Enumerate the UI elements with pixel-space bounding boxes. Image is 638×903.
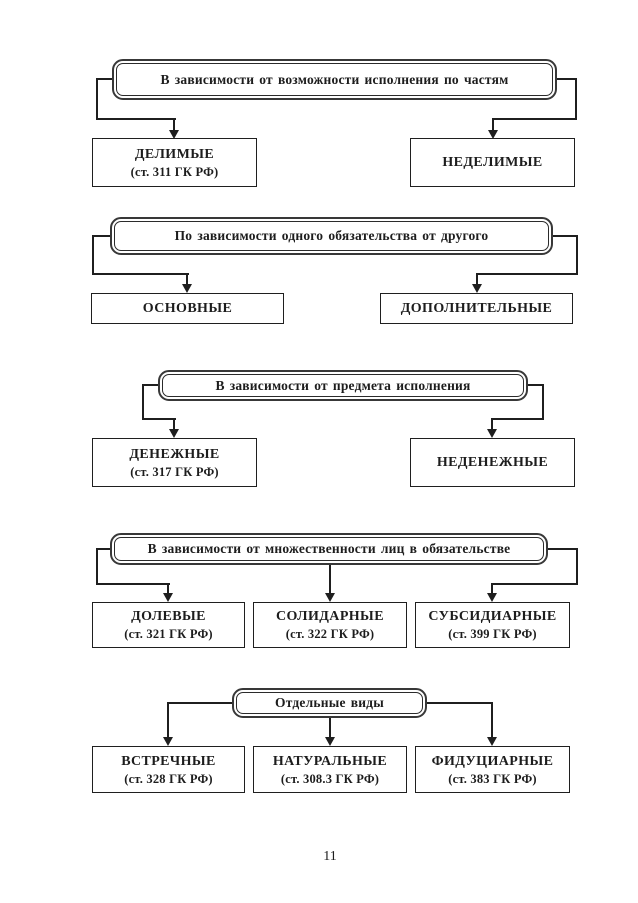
connector-line	[477, 273, 578, 275]
connector-line	[92, 235, 94, 275]
node-accessory: ДОПОЛНИТЕЛЬНЫЕ	[380, 293, 573, 324]
arrowhead-down-icon	[488, 130, 498, 139]
connector-line	[96, 78, 98, 120]
connector-line	[92, 235, 110, 237]
node-shared: ДОЛЕВЫЕ (ст. 321 ГК РФ)	[92, 602, 245, 648]
connector-line	[491, 702, 493, 738]
node-subtitle: (ст. 308.3 ГК РФ)	[280, 771, 380, 786]
node-title: ОСНОВНЫЕ	[142, 300, 233, 316]
header-box-separate-kinds: Отдельные виды	[232, 688, 427, 718]
node-counter: ВСТРЕЧНЫЕ (ст. 328 ГК РФ)	[92, 746, 245, 793]
node-title: ДЕНЕЖНЫЕ	[129, 446, 220, 462]
node-title: ФИДУЦИАРНЫЕ	[431, 753, 554, 769]
node-monetary: ДЕНЕЖНЫЕ (ст. 317 ГК РФ)	[92, 438, 257, 487]
connector-line	[492, 583, 578, 585]
connector-line	[575, 78, 577, 120]
arrowhead-down-icon	[325, 593, 335, 602]
arrowhead-down-icon	[163, 737, 173, 746]
node-title: СУБСИДИАРНЫЕ	[428, 609, 557, 624]
connector-line	[476, 273, 478, 285]
connector-line	[329, 565, 331, 594]
node-title: ВСТРЕЧНЫЕ	[121, 753, 216, 769]
header-box-dependency: По зависимости одного обязательства от д…	[110, 217, 553, 255]
node-natural: НАТУРАЛЬНЫЕ (ст. 308.3 ГК РФ)	[253, 746, 407, 793]
connector-line	[142, 384, 158, 386]
arrowhead-down-icon	[169, 130, 179, 139]
header-box-subject: В зависимости от предмета исполнения	[158, 370, 528, 401]
node-subtitle: (ст. 383 ГК РФ)	[448, 771, 537, 786]
connector-line	[576, 235, 578, 275]
connector-line	[491, 418, 493, 430]
node-title: НЕДЕНЕЖНЫЕ	[436, 454, 549, 470]
header-box-inner: В зависимости от возможности исполнения …	[116, 63, 553, 96]
node-indivisible: НЕДЕЛИМЫЕ	[410, 138, 575, 187]
header-label: В зависимости от предмета исполнения	[215, 377, 471, 393]
node-subtitle: (ст. 328 ГК РФ)	[124, 771, 213, 786]
connector-line	[173, 418, 175, 430]
header-box-divisibility: В зависимости от возможности исполнения …	[112, 59, 557, 100]
connector-line	[492, 418, 544, 420]
arrowhead-down-icon	[169, 429, 179, 438]
node-title: НАТУРАЛЬНЫЕ	[272, 753, 388, 769]
node-subtitle: (ст. 399 ГК РФ)	[448, 627, 537, 641]
connector-line	[167, 583, 169, 594]
header-box-inner: Отдельные виды	[236, 692, 423, 714]
arrowhead-down-icon	[163, 593, 173, 602]
connector-line	[96, 118, 176, 120]
connector-line	[576, 548, 578, 585]
arrowhead-down-icon	[487, 737, 497, 746]
connector-line	[557, 78, 577, 80]
node-title: СОЛИДАРНЫЕ	[276, 609, 384, 624]
node-title: ДОЛЕВЫЕ	[131, 609, 206, 624]
header-box-plurality: В зависимости от множественности лиц в о…	[110, 533, 548, 565]
connector-line	[96, 583, 170, 585]
node-non-monetary: НЕДЕНЕЖНЫЕ	[410, 438, 575, 487]
connector-line	[329, 718, 331, 738]
node-title: ДЕЛИМЫЕ	[134, 146, 215, 162]
header-box-inner: В зависимости от предмета исполнения	[162, 374, 524, 397]
header-label: В зависимости от множественности лиц в о…	[147, 541, 511, 556]
node-principal: ОСНОВНЫЕ	[91, 293, 284, 324]
connector-line	[167, 702, 169, 738]
connector-line	[92, 273, 189, 275]
connector-line	[186, 273, 188, 285]
connector-line	[493, 118, 577, 120]
node-subtitle: (ст. 317 ГК РФ)	[130, 464, 219, 479]
connector-line	[542, 384, 544, 420]
connector-line	[142, 418, 176, 420]
connector-line	[528, 384, 544, 386]
header-label: Отдельные виды	[275, 695, 384, 710]
node-fiduciary: ФИДУЦИАРНЫЕ (ст. 383 ГК РФ)	[415, 746, 570, 793]
connector-line	[427, 702, 493, 704]
node-title: НЕДЕЛИМЫЕ	[442, 154, 543, 170]
connector-line	[173, 118, 175, 131]
connector-line	[548, 548, 578, 550]
node-divisible: ДЕЛИМЫЕ (ст. 311 ГК РФ)	[92, 138, 257, 187]
arrowhead-down-icon	[487, 593, 497, 602]
node-subsidiary: СУБСИДИАРНЫЕ (ст. 399 ГК РФ)	[415, 602, 570, 648]
header-box-inner: В зависимости от множественности лиц в о…	[114, 537, 544, 561]
connector-line	[96, 548, 110, 550]
arrowhead-down-icon	[325, 737, 335, 746]
node-joint: СОЛИДАРНЫЕ (ст. 322 ГК РФ)	[253, 602, 407, 648]
header-label: По зависимости одного обязательства от д…	[174, 228, 489, 243]
node-title: ДОПОЛНИТЕЛЬНЫЕ	[400, 300, 553, 316]
connector-line	[96, 548, 98, 585]
arrowhead-down-icon	[472, 284, 482, 293]
connector-line	[553, 235, 578, 237]
page-number: 11	[323, 849, 337, 864]
connector-line	[491, 583, 493, 594]
connector-line	[96, 78, 112, 80]
connector-line	[142, 384, 144, 420]
connector-line	[167, 702, 232, 704]
arrowhead-down-icon	[487, 429, 497, 438]
connector-line	[492, 118, 494, 131]
arrowhead-down-icon	[182, 284, 192, 293]
node-subtitle: (ст. 321 ГК РФ)	[124, 627, 213, 641]
node-subtitle: (ст. 322 ГК РФ)	[285, 627, 375, 641]
header-label: В зависимости от возможности исполнения …	[160, 71, 509, 87]
node-subtitle: (ст. 311 ГК РФ)	[130, 164, 219, 179]
header-box-inner: По зависимости одного обязательства от д…	[114, 221, 549, 251]
